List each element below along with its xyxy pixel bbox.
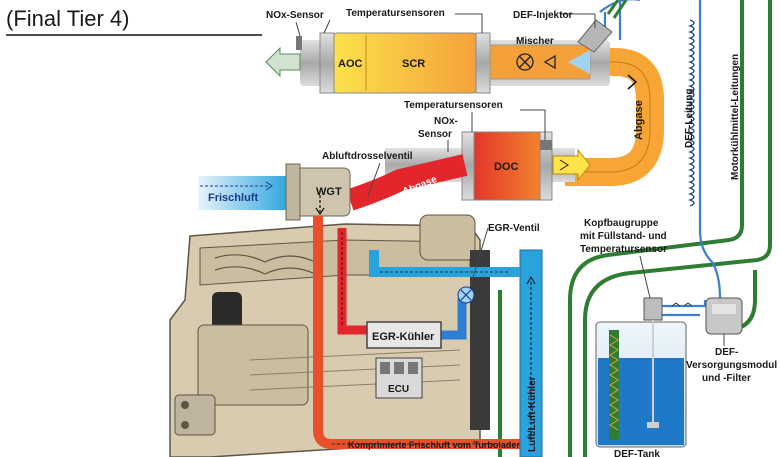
label-nox-sensor-mid-2: Sensor [418, 129, 452, 140]
ecu-box [375, 357, 423, 399]
label-supply-module-3: und -Filter [702, 373, 751, 384]
leader-temp-sensors-mid [471, 109, 546, 140]
label-wgt: WGT [316, 186, 342, 198]
label-def-injector: DEF-Injektor [513, 10, 573, 21]
label-head-assembly-2: mit Füllstand- und [580, 231, 667, 242]
label-compressed-air: Komprimierte Frischluft vom Turbolader [348, 440, 520, 450]
label-exhaust-throttle: Abluftdrosselventil [322, 151, 413, 162]
label-nox-sensor-top: NOx-Sensor [266, 10, 324, 21]
leader-head-assembly [639, 255, 651, 299]
label-def-tank: DEF-Tank [614, 449, 660, 457]
exhaust-red-pipe [346, 154, 468, 211]
label-fresh-air: Frischluft [208, 192, 258, 204]
scr-canister [300, 32, 610, 94]
nox-outlet-arrow [265, 46, 301, 78]
engine-block [169, 214, 490, 457]
leader-exhaust-throttle [367, 162, 381, 197]
label-def-line: DEF-Leitung [684, 89, 695, 148]
label-temp-sensors-mid: Temperatursensoren [404, 100, 503, 111]
label-head-assembly-1: Kopfbaugruppe [584, 218, 659, 229]
label-egr-valve: EGR-Ventil [488, 223, 540, 234]
def-line-heater [688, 19, 695, 207]
label-supply-module-2: Versorgungsmodul [686, 360, 777, 371]
leader-egr-valve [469, 227, 489, 288]
leader-nox-sensor-top [295, 21, 301, 37]
label-supply-module-1: DEF- [715, 347, 738, 358]
label-mixer: Mischer [516, 36, 554, 47]
egr-blue-pipe [440, 298, 467, 340]
label-coolant-lines: Motorkühlmittel-Leitungen [730, 54, 741, 180]
label-nox-sensor-mid-1: NOx- [434, 116, 458, 127]
coolant-lines [498, 0, 772, 457]
fresh-air-pipe [198, 176, 290, 210]
def-injector [577, 0, 628, 53]
compressed-air-pipe [313, 216, 531, 449]
egr-cooler [366, 321, 442, 349]
label-ecu: ECU [388, 384, 409, 395]
label-exhaust-right: Abgase [633, 100, 645, 140]
label-scr: SCR [402, 58, 425, 70]
label-head-assembly-3: Temperatursensor [580, 244, 667, 255]
label-aoc: AOC [338, 58, 363, 70]
leader-temp-sensors-top [323, 13, 483, 34]
arrow-exhaust-loop [627, 74, 638, 90]
def-tank [595, 297, 687, 448]
label-air-cooler: Luft/Luft-Kühler [527, 376, 538, 452]
page-title: (Final Tier 4) [6, 6, 129, 31]
doc-canister [385, 131, 591, 201]
def-supply-module [671, 297, 743, 335]
label-egr-cooler: EGR-Kühler [372, 331, 435, 343]
label-temp-sensors-top: Temperatursensoren [346, 8, 445, 19]
label-doc: DOC [494, 161, 519, 173]
